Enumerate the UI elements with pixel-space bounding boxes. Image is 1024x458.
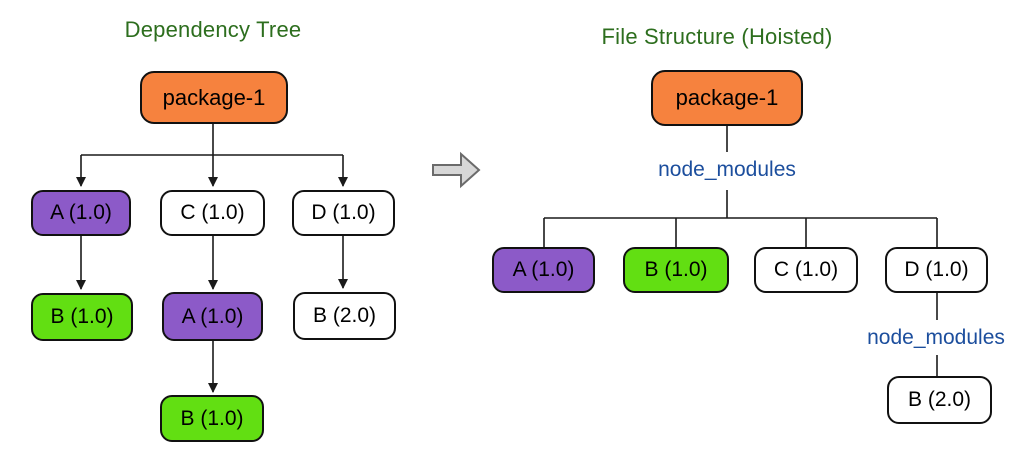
dep-node-b-1-0-under-a: B (1.0) — [31, 293, 133, 341]
fs-node-c-1-0: C (1.0) — [754, 247, 858, 293]
fs-node-modules-d-label: node_modules — [867, 326, 1005, 349]
dep-node-d-1-0: D (1.0) — [292, 190, 395, 236]
fs-node-b-1-0: B (1.0) — [623, 247, 729, 293]
dep-node-b-1-0-deep: B (1.0) — [160, 395, 264, 442]
fs-node-d-1-0: D (1.0) — [885, 247, 988, 293]
file-structure-title: File Structure (Hoisted) — [601, 24, 833, 49]
dep-node-a-1-0-under-c: A (1.0) — [162, 292, 263, 341]
dependency-tree-title: Dependency Tree — [124, 17, 302, 42]
fs-node-modules-root-label: node_modules — [658, 158, 796, 181]
fs-node-b-2-0: B (2.0) — [887, 376, 992, 424]
hoist-transform-arrow-icon — [432, 151, 481, 189]
dep-node-a-1-0: A (1.0) — [31, 190, 131, 236]
dep-node-b-2-0-under-d: B (2.0) — [293, 292, 396, 340]
fs-node-a-1-0: A (1.0) — [492, 247, 595, 293]
fs-node-package-1: package-1 — [651, 70, 803, 126]
dep-node-c-1-0: C (1.0) — [160, 190, 265, 236]
dep-node-package-1: package-1 — [140, 71, 288, 124]
